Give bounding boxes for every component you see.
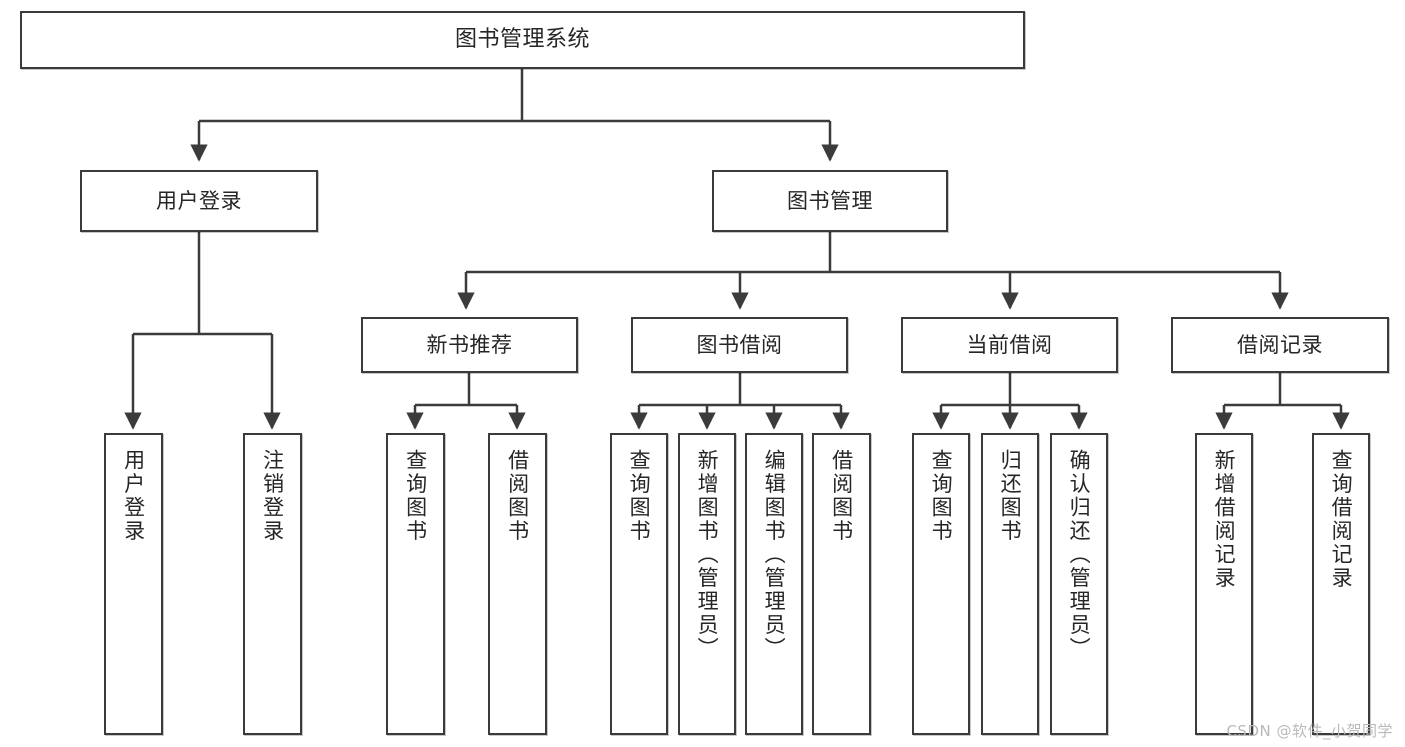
node-label: 编辑图书（管理员） [762, 449, 787, 661]
node-label: 查询图书 [929, 449, 954, 543]
node-label: 用户登录 [121, 449, 146, 543]
watermark: CSDN @软件_小贺同学 [1226, 722, 1393, 740]
leaf-edit-book[interactable]: 编辑图书（管理员） [745, 433, 803, 735]
node-label: 确认归还（管理员） [1067, 449, 1092, 661]
node-label: 当前借阅 [966, 332, 1053, 357]
leaf-add-book[interactable]: 新增图书（管理员） [678, 433, 736, 735]
node-user-login[interactable]: 用户登录 [80, 170, 318, 232]
node-label: 新增借阅记录 [1212, 449, 1237, 590]
node-new-book-recommend[interactable]: 新书推荐 [361, 317, 578, 373]
node-label: 用户登录 [156, 188, 242, 213]
leaf-confirm-return[interactable]: 确认归还（管理员） [1050, 433, 1108, 735]
leaf-logout-login[interactable]: 注销登录 [243, 433, 302, 735]
leaf-user-login[interactable]: 用户登录 [104, 433, 163, 735]
node-label: 借阅记录 [1237, 332, 1323, 357]
node-label: 新书推荐 [426, 332, 513, 357]
node-label: 注销登录 [260, 449, 285, 543]
leaf-query-book-1[interactable]: 查询图书 [386, 433, 445, 735]
leaf-query-book-2[interactable]: 查询图书 [610, 433, 668, 735]
node-label: 图书管理 [787, 188, 873, 213]
node-label: 查询图书 [403, 449, 428, 543]
node-book-manage[interactable]: 图书管理 [712, 170, 948, 232]
node-label: 新增图书（管理员） [695, 449, 720, 661]
node-label: 查询借阅记录 [1329, 449, 1354, 590]
leaf-return-book[interactable]: 归还图书 [981, 433, 1039, 735]
node-label: 图书管理系统 [454, 27, 590, 53]
node-book-borrow[interactable]: 图书借阅 [631, 317, 848, 373]
leaf-add-borrow-record[interactable]: 新增借阅记录 [1195, 433, 1253, 735]
leaf-borrow-book-1[interactable]: 借阅图书 [488, 433, 547, 735]
node-label: 借阅图书 [505, 449, 530, 543]
node-label: 查询图书 [627, 449, 652, 543]
node-root-system[interactable]: 图书管理系统 [20, 11, 1025, 69]
node-borrow-record[interactable]: 借阅记录 [1171, 317, 1389, 373]
node-label: 图书借阅 [696, 332, 783, 357]
leaf-borrow-book-2[interactable]: 借阅图书 [812, 433, 871, 735]
node-label: 归还图书 [998, 449, 1023, 543]
leaf-query-borrow-record[interactable]: 查询借阅记录 [1312, 433, 1370, 735]
node-label: 借阅图书 [829, 449, 854, 543]
leaf-query-book-3[interactable]: 查询图书 [912, 433, 970, 735]
node-current-borrow[interactable]: 当前借阅 [901, 317, 1118, 373]
